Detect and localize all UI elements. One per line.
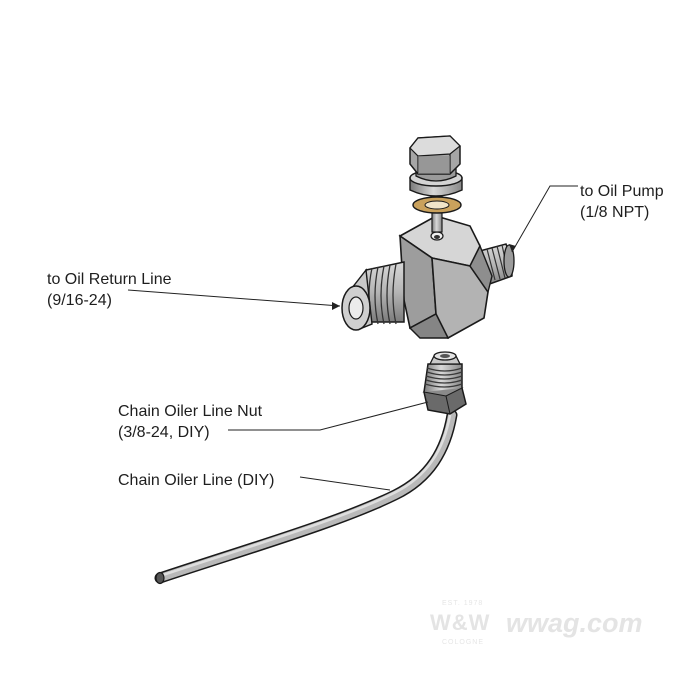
label-oil-pump-line1: to Oil Pump (580, 183, 664, 200)
chain-oiler-line-nut (422, 351, 467, 415)
label-oil-return-line1: to Oil Return Line (47, 271, 172, 288)
leader-line-nut (228, 401, 429, 431)
tee-fitting-body (341, 215, 515, 340)
tube-end (155, 571, 165, 585)
label-oil-pump: to Oil Pump (1/8 NPT) (580, 181, 664, 223)
label-line-nut: Chain Oiler Line Nut (3/8-24, DIY) (118, 401, 262, 443)
flare-fitting-left (341, 261, 405, 331)
leader-oil-pump (511, 185, 578, 253)
leader-oiler-line (299, 476, 391, 491)
watermark-city: COLOGNE (442, 639, 485, 646)
watermark: EST. 1978 W&W wwag.com COLOGNE (426, 598, 650, 656)
label-line-nut-line1: Chain Oiler Line Nut (118, 403, 263, 420)
label-oil-pump-line2: (1/8 NPT) (580, 204, 650, 221)
label-oil-return-line2: (9/16-24) (47, 292, 112, 309)
watermark-site: wwag.com (506, 608, 643, 638)
watermark-brand: W&W (430, 610, 491, 635)
chain-oiler-line (154, 409, 458, 585)
watermark-est: EST. 1978 (442, 600, 484, 607)
leader-oil-return (127, 289, 341, 307)
label-line-nut-line2: (3/8-24, DIY) (118, 424, 210, 441)
label-oil-return: to Oil Return Line (9/16-24) (47, 269, 172, 311)
bolt-assembly (409, 135, 463, 233)
leader-lines (127, 185, 578, 491)
label-oiler-line-line1: Chain Oiler Line (DIY) (118, 472, 275, 489)
label-oiler-line: Chain Oiler Line (DIY) (118, 470, 275, 491)
